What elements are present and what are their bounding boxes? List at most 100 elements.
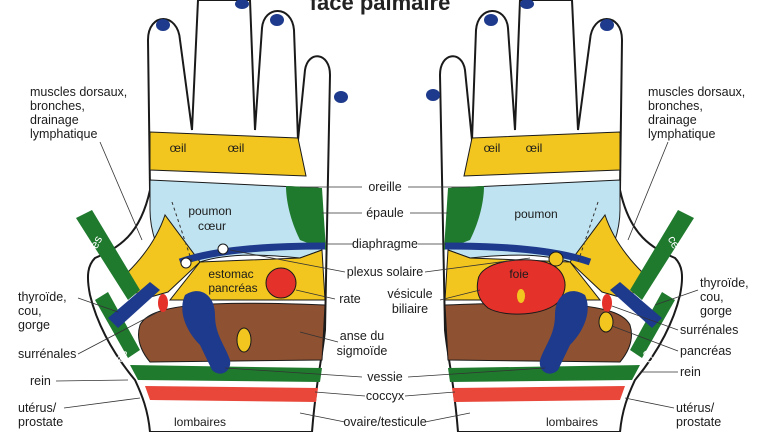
- leader-left-thyroid: [77, 297, 119, 313]
- leader-ovary-left: [299, 412, 346, 423]
- left-dorsal-band: [130, 365, 322, 382]
- leader-right-pancreas: [611, 325, 679, 352]
- right-pinky-tip-dot: [426, 89, 440, 101]
- right-liver-label: foie: [509, 267, 529, 281]
- leader-coccyx-right: [404, 391, 456, 397]
- right-dorsal-1: muscles dorsaux,: [648, 85, 745, 99]
- label-ovary: ovaire/testicule: [343, 415, 426, 429]
- left-wrist-band: [145, 386, 318, 402]
- left-heart-label: cœur: [198, 219, 226, 233]
- diagram-title: face palmaire: [310, 0, 451, 15]
- left-thyroid-2: cou,: [18, 304, 42, 318]
- center-labels: oreille épaule diaphragme plexus solaire…: [224, 180, 546, 429]
- left-cervical-strip: [76, 210, 140, 300]
- right-side-labels: muscles dorsaux, bronches, drainage lymp…: [611, 85, 749, 429]
- leader-bladder-left: [224, 367, 363, 378]
- left-thyroid-bar: [108, 282, 160, 328]
- label-solar-plexus: plexus solaire: [347, 265, 423, 279]
- right-lung-label: poumon: [514, 207, 557, 221]
- label-spleen: rate: [339, 292, 361, 306]
- left-spleen-circle: [265, 267, 297, 299]
- right-lumbar-label: lombaires: [546, 415, 598, 429]
- right-small-dot: [517, 289, 525, 303]
- leader-ovary-right: [424, 412, 471, 423]
- right-eye1-label: œil: [484, 141, 501, 155]
- left-thyroid-zone: [127, 213, 201, 301]
- leader-left-uterus: [63, 397, 141, 409]
- right-adrenal: surrénales: [680, 323, 738, 337]
- leader-gallbladder: [439, 289, 481, 301]
- right-cervical-strip: [630, 210, 694, 300]
- right-pancreas-ellipse: [598, 311, 614, 333]
- leader-right-thyroid: [654, 289, 699, 306]
- right-thyroid-zone: [569, 213, 643, 301]
- right-dorsal-4: lymphatique: [648, 127, 715, 141]
- leader-right-uterus: [624, 397, 675, 409]
- leader-coccyx-left: [314, 391, 366, 397]
- right-thyroid-2: cou,: [700, 290, 724, 304]
- right-kidney: rein: [680, 365, 701, 379]
- right-dorsal-label: dorsales: [640, 347, 674, 394]
- label-gallbladder-2: biliaire: [392, 302, 428, 316]
- left-index-tip-dot: [235, 0, 249, 9]
- left-dorsal-label: dorsales: [97, 347, 131, 394]
- left-dorsal-4: lymphatique: [30, 127, 97, 141]
- label-diaphragm: diaphragme: [352, 237, 418, 251]
- left-pancreas-label: pancréas: [208, 281, 257, 295]
- left-colon-blob: [182, 291, 231, 374]
- right-hand: œil œil poumon foie cervicales dorsales …: [426, 0, 702, 432]
- right-gallbladder-dot: [548, 251, 564, 267]
- left-uterus-2: prostate: [18, 415, 63, 429]
- left-solar-dot-1: [180, 257, 192, 269]
- left-eye-band: [149, 131, 307, 177]
- leader-solar-right: [424, 257, 531, 273]
- left-lung-label: poumon: [188, 204, 231, 218]
- left-uterus-1: utérus/: [18, 401, 57, 415]
- leader-right-dorsal: [627, 141, 669, 241]
- label-bladder: vessie: [367, 370, 402, 384]
- leader-left-dorsal: [99, 141, 143, 241]
- left-intestine-zone: [137, 302, 326, 363]
- left-lumbar-label: lombaires: [174, 415, 226, 429]
- left-thyroid-1: thyroïde,: [18, 290, 67, 304]
- left-dash-line: [171, 201, 193, 263]
- right-uterus-2: prostate: [676, 415, 721, 429]
- left-eye2-label: œil: [228, 141, 245, 155]
- label-shoulder: épaule: [366, 206, 404, 220]
- left-stomach-label: estomac: [208, 267, 253, 281]
- right-pancreas: pancréas: [680, 344, 731, 358]
- right-middle-tip-dot: [484, 14, 498, 26]
- left-thyroid-3: gorge: [18, 318, 50, 332]
- right-thumb-tip-dot: [600, 19, 614, 31]
- left-hand: œil œil poumon cœur estomac pancréas cer…: [68, 0, 348, 432]
- left-pinky-tip-dot: [334, 91, 348, 103]
- leader-sigmoid: [299, 331, 339, 343]
- right-diaphragm-line: [444, 242, 592, 266]
- right-adrenal-dot: [602, 294, 612, 312]
- leader-spleen: [295, 289, 336, 300]
- leader-right-adrenal: [611, 305, 679, 331]
- right-thyroid-bar: [610, 282, 662, 328]
- right-dorsal-band: [448, 365, 640, 382]
- right-eye2-label: œil: [526, 141, 543, 155]
- label-sigmoid-1: anse du: [340, 329, 385, 343]
- right-dorsal-3: drainage: [648, 113, 697, 127]
- right-colon-blob: [539, 291, 588, 374]
- left-diaphragm-line: [178, 242, 326, 266]
- label-sigmoid-2: sigmoïde: [337, 344, 388, 358]
- right-dorsal-2: bronches,: [648, 99, 703, 113]
- left-adrenal: surrénales: [18, 347, 76, 361]
- left-dorsal-1: muscles dorsaux,: [30, 85, 127, 99]
- right-index-tip-dot: [520, 0, 534, 9]
- right-thyroid-3: gorge: [700, 304, 732, 318]
- left-kidney-ellipse: [236, 327, 252, 353]
- left-kidney: rein: [30, 374, 51, 388]
- right-wrist-band: [452, 386, 625, 402]
- right-dash-line: [577, 201, 599, 263]
- left-shoulder-zone: [286, 186, 326, 250]
- label-gallbladder-1: vésicule: [387, 287, 432, 301]
- left-solar-dot-2: [217, 243, 229, 255]
- leader-bladder-right: [407, 367, 546, 378]
- left-thumb-tip-dot: [156, 19, 170, 31]
